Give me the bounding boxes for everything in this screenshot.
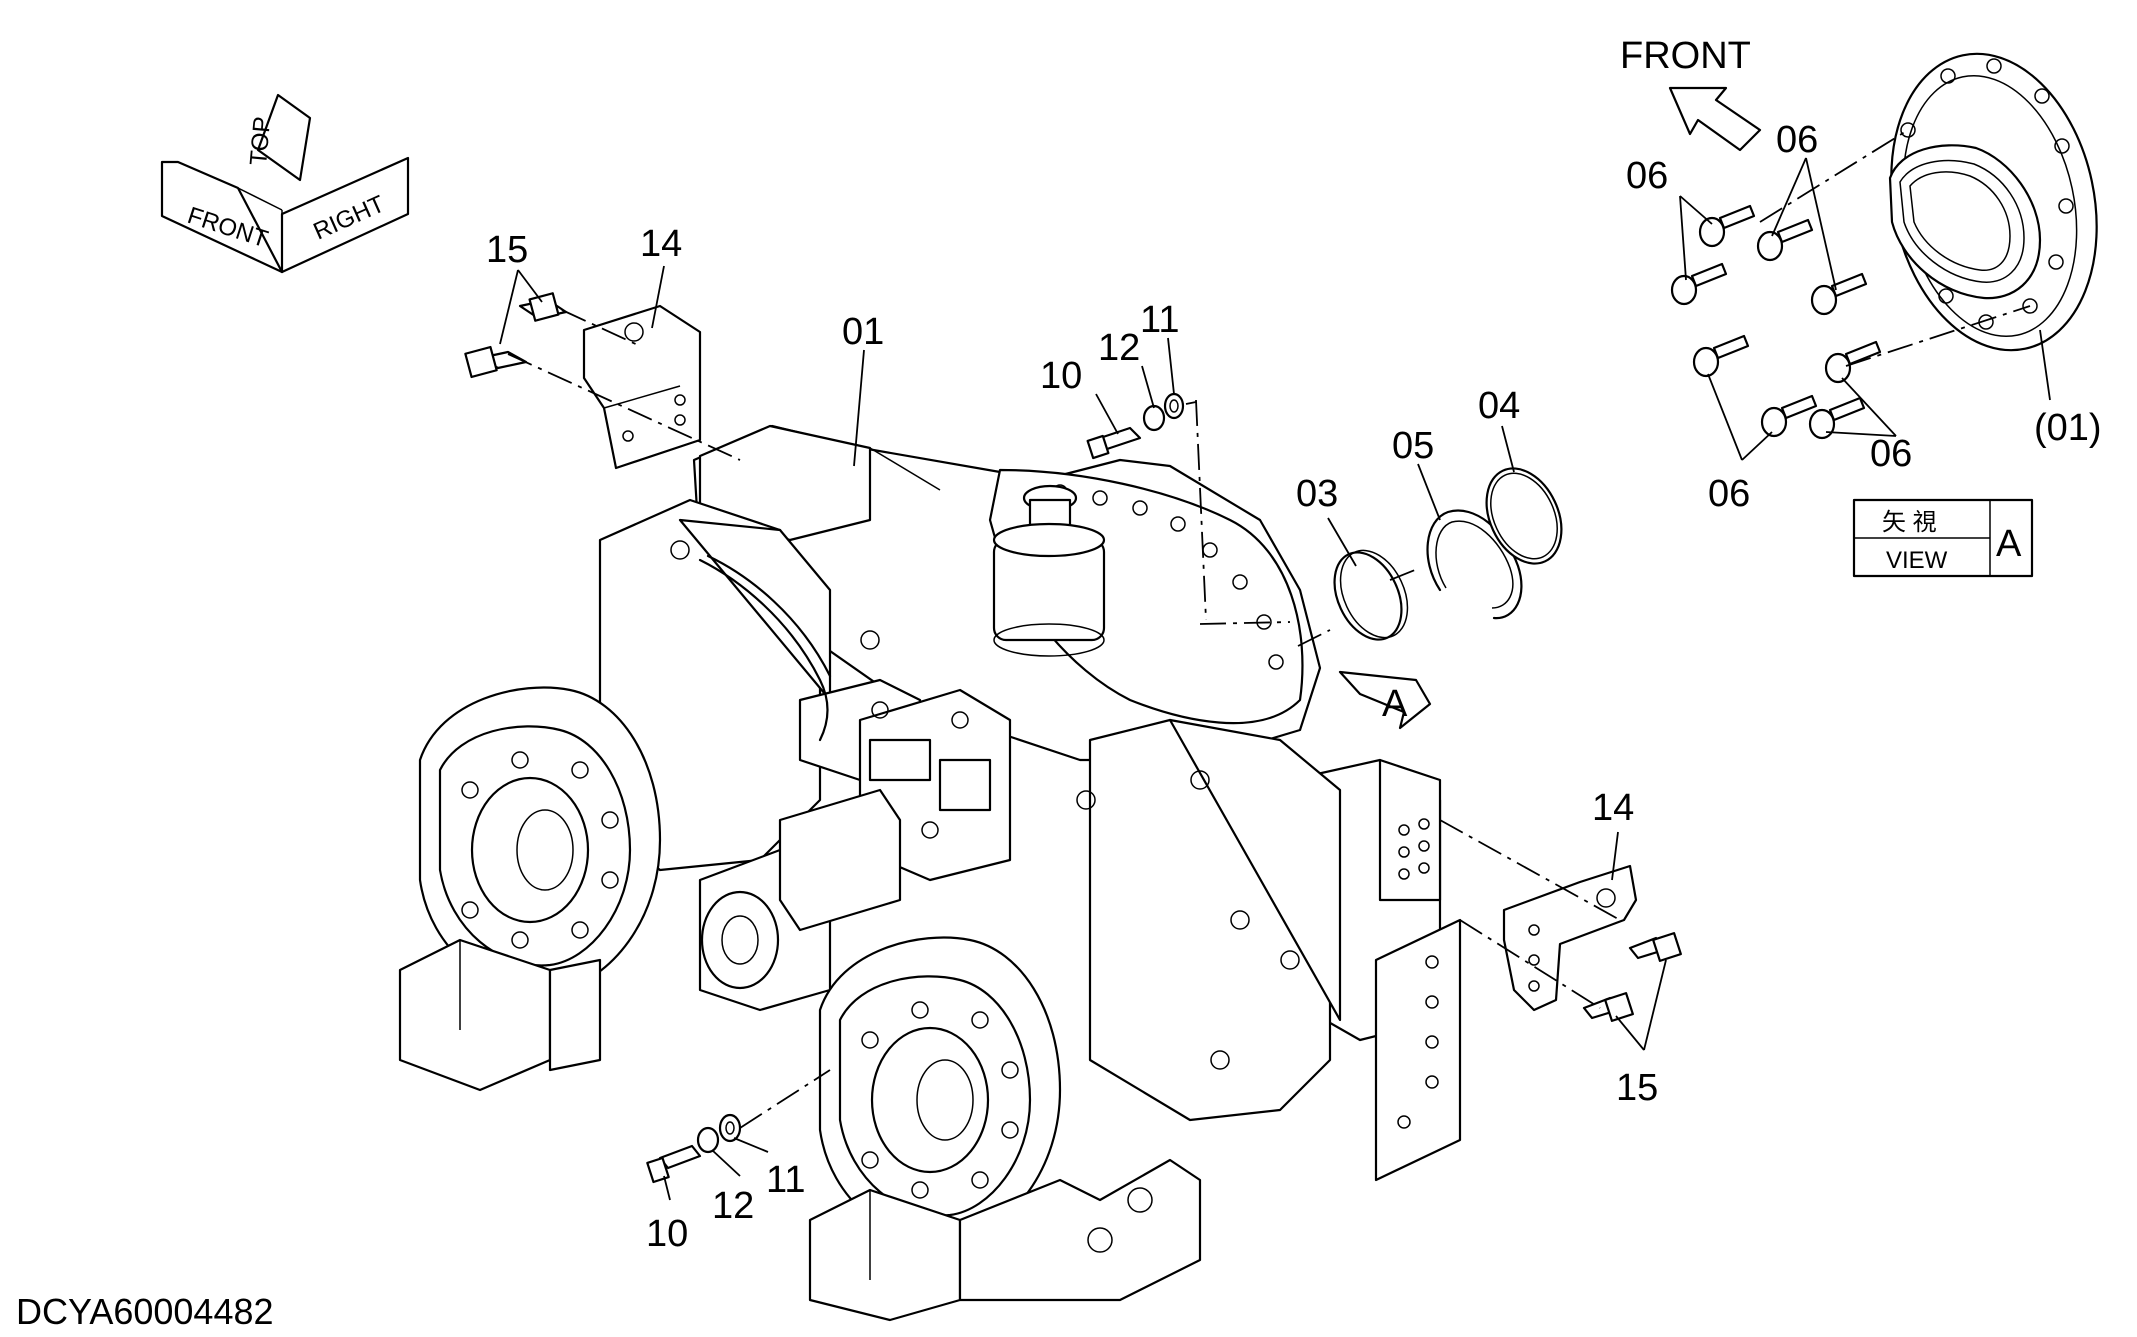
bolts-06 [1670,204,1882,440]
view-box-letter: A [1996,523,2022,565]
label-06-c: 06 [1708,473,1750,515]
view-box-jp: 矢 視 [1882,509,1937,536]
view-a-marker: A [1338,670,1432,730]
part-03-seal [1333,549,1409,641]
label-04: 04 [1478,385,1520,427]
view-a-marker-letter: A [1382,683,1408,725]
label-06-b: 06 [1776,119,1818,161]
bolts-15-left [464,292,568,379]
orientation-top-label: TOP [245,115,276,166]
fastener-stack-top [1086,392,1185,460]
label-11-bottom: 11 [766,1159,805,1201]
label-11-top: 11 [1140,299,1179,341]
orientation-icon: FRONT TOP RIGHT [160,93,410,274]
label-12-top: 12 [1098,327,1140,369]
transmission-assembly [398,424,1462,1322]
view-box-en: VIEW [1886,547,1948,574]
fastener-stack-bottom [646,1113,742,1184]
label-01: 01 [842,311,884,353]
label-14-left: 14 [640,223,682,265]
part-04-o-ring [1485,467,1563,565]
right-block-holes [1398,818,1430,880]
label-06-a: 06 [1626,155,1668,197]
bracket-14-left [582,304,702,470]
label-06-d: 06 [1870,433,1912,475]
center-valve-cluster [698,554,1012,1012]
breather-canister [992,484,1106,657]
part-05-snap-ring [1426,509,1523,620]
bracket-14-right [1502,864,1638,1012]
part-labels: 01 (01) 03 04 05 06 06 06 06 10 12 11 10… [486,119,2102,1255]
alignment-lines [507,129,2031,1129]
view-a-output-flange [1888,52,2098,352]
left-drive-flange [418,686,662,993]
label-14-right: 14 [1592,787,1634,829]
label-05: 05 [1392,425,1434,467]
label-03: 03 [1296,473,1338,515]
label-01-paren: (01) [2034,407,2102,449]
bolts-15-right [1582,932,1682,1022]
label-10-top: 10 [1040,355,1082,397]
front-arrow-label: FRONT [1620,35,1751,77]
label-10-bottom: 10 [646,1213,688,1255]
label-12-bottom: 12 [712,1185,754,1227]
leader-lines [499,157,2051,1201]
view-a-box: 矢 視 VIEW A [1852,498,2034,578]
label-15-left: 15 [486,229,528,271]
drawing-id: DCYA60004482 [16,1291,274,1332]
front-direction-arrow: FRONT [1620,35,1762,152]
label-15-right: 15 [1616,1067,1658,1109]
